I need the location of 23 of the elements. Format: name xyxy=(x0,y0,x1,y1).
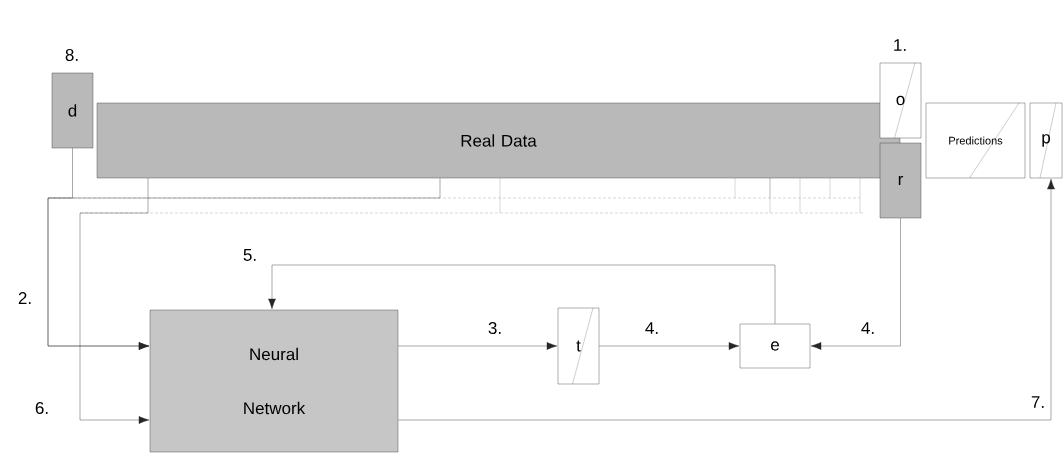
arrow xyxy=(599,342,740,350)
hatched-box: t xyxy=(557,307,600,385)
hatched-box: o xyxy=(879,62,922,139)
step-number: 3. xyxy=(486,321,504,335)
arrow xyxy=(79,178,150,424)
step-number: 4. xyxy=(859,321,877,335)
step-number: 6. xyxy=(33,401,51,415)
hatched-box: p xyxy=(1029,102,1063,179)
step-number: 4. xyxy=(643,321,661,335)
arrow xyxy=(398,178,1055,421)
process-box: e xyxy=(739,323,811,369)
step-number: 8. xyxy=(65,49,78,62)
arrow xyxy=(268,264,776,324)
step-number: 2. xyxy=(16,291,34,305)
process-box: Neural Network xyxy=(149,309,399,453)
step-number: 5. xyxy=(241,248,259,262)
step-number: 7. xyxy=(1029,395,1047,409)
arrow xyxy=(810,218,901,350)
arrow xyxy=(398,342,558,350)
dotted-box: r xyxy=(879,142,922,219)
hatched-box: Predictions xyxy=(925,102,1026,179)
dotted-box: d xyxy=(51,72,94,149)
arrow xyxy=(47,178,441,350)
